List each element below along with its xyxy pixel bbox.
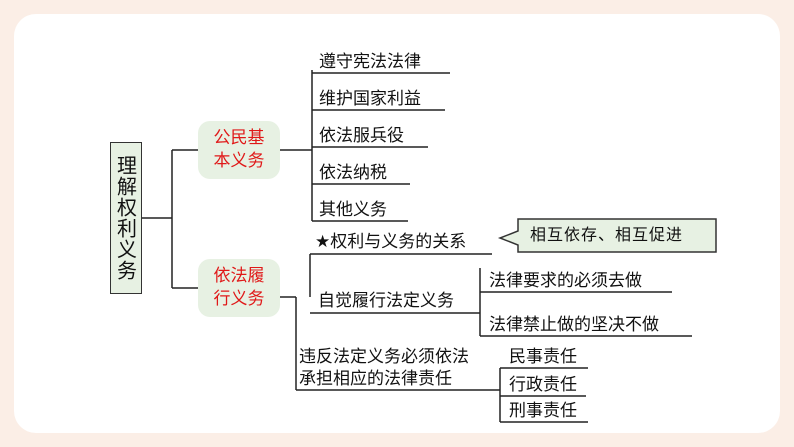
relation-label: ★权利与义务的关系 <box>315 232 467 252</box>
violate-line-2: 承担相应的法律责任 <box>299 369 452 389</box>
branch1-label: 公民基本义务 <box>213 128 265 171</box>
liability-item: 刑事责任 <box>509 401 577 421</box>
sub-item: 法律要求的必须去做 <box>489 271 642 291</box>
branch2-label: 依法履行义务 <box>213 266 265 309</box>
branch2-node: 依法履行义务 <box>198 259 280 317</box>
duty-item: 依法纳税 <box>319 163 387 183</box>
root-node: 理解权利义务 <box>110 142 142 294</box>
callout-shape <box>497 218 717 253</box>
root-label: 理解权利义务 <box>113 155 138 281</box>
violate-line-1: 违反法定义务必须依法 <box>299 347 469 367</box>
duty-item: 依法服兵役 <box>319 126 404 146</box>
branch1-node: 公民基本义务 <box>198 121 280 179</box>
sub-item: 法律禁止做的坚决不做 <box>489 315 659 335</box>
duty-item: 遵守宪法法律 <box>319 52 421 72</box>
liability-item: 行政责任 <box>509 375 577 395</box>
duty-item: 维护国家利益 <box>319 89 421 109</box>
consciously-label: 自觉履行法定义务 <box>318 291 454 311</box>
liability-item: 民事责任 <box>509 347 577 367</box>
duty-item: 其他义务 <box>319 200 387 220</box>
callout-text: 相互依存、相互促进 <box>530 225 684 244</box>
